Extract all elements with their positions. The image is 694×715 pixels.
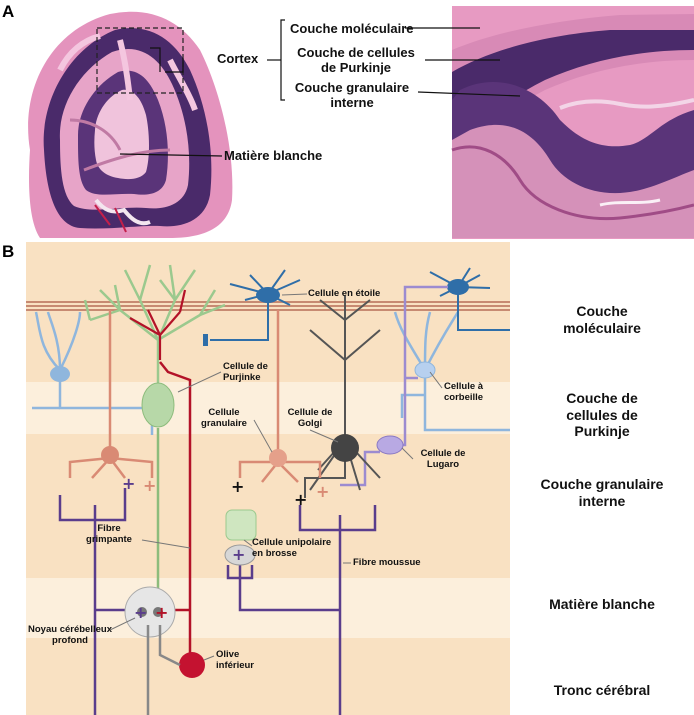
cell-label-noyau: Noyau cérébelleux profond (28, 624, 112, 646)
layer-label-moleculaire: Couche moléculaire (563, 303, 641, 336)
svg-text:+: + (134, 603, 147, 622)
granule-cell-middle-body (269, 449, 287, 467)
granule-cell-left-body (101, 446, 119, 464)
lugaro-cell-body (376, 435, 404, 455)
label-matiere-blanche-a: Matière blanche (224, 148, 323, 163)
svg-text:+: + (231, 477, 244, 496)
basket-cell-left-body (50, 366, 70, 382)
panel-a-letter: A (2, 2, 15, 21)
svg-text:+: + (232, 545, 245, 564)
unipolar-brush-glomerulus (224, 544, 256, 566)
purkinje-dendrites (83, 264, 226, 390)
panel-a-leader-lines (119, 19, 521, 157)
svg-text:+: + (155, 603, 168, 622)
stellate-cell-center-body (256, 287, 280, 303)
purkinje-cell-body (141, 382, 175, 428)
deep-cerebellar-nucleus (124, 586, 176, 638)
climbing-fiber-tree (129, 289, 187, 360)
basket-cell-right-body (414, 361, 436, 379)
cell-label-golgi: Cellule de Golgi (287, 407, 333, 429)
granule-cell-middle (238, 310, 322, 483)
svg-text:+: + (294, 490, 307, 509)
cell-label-etoile: Cellule en étoile (308, 288, 381, 299)
layer-label-matiere-blanche: Matière blanche (549, 596, 655, 612)
cell-label-fibre-grimpante: Fibre grimpante (86, 523, 132, 545)
granule-cell-left (68, 310, 154, 479)
cell-label-purkinje: Cellule de Purjinke (223, 361, 268, 383)
label-couche-purkinje-a: Couche de cellules de Purkinje (297, 45, 415, 76)
zoom-box (96, 27, 184, 94)
cell-label-granulaire: Cellule granulaire (201, 407, 247, 429)
inferior-olive-body (179, 652, 205, 678)
layer-label-tronc: Tronc cérébral (553, 682, 651, 698)
svg-text:+: + (316, 482, 329, 501)
layer-label-granulaire: Couche granulaire interne (540, 476, 664, 509)
label-couche-moleculaire-a: Couche moléculaire (290, 21, 414, 36)
label-cortex: Cortex (217, 51, 259, 66)
unipolar-brush-cell-body (225, 509, 257, 541)
cell-label-unipolaire: Cellule unipolaire en brosse (252, 537, 332, 559)
synapse-signs: + + + + + + + + (122, 474, 329, 622)
panel-b-letter: B (2, 242, 15, 261)
cell-label-lugaro: Cellule de Lugaro (420, 448, 466, 470)
cell-label-olive: Olive inférieur (216, 649, 255, 671)
label-couche-granulaire-a: Couche granulaire interne (294, 80, 410, 111)
golgi-cell-body (331, 434, 359, 462)
cerebellum-micrograph-low-magnification (14, 6, 242, 239)
golgi-dendrites (304, 296, 381, 498)
stellate-synapse (203, 334, 208, 346)
stellate-cell-right-body (447, 279, 469, 295)
mossy-fiber-right (226, 505, 377, 715)
svg-text:+: + (143, 476, 156, 495)
svg-text:+: + (122, 474, 135, 493)
cell-label-corbeille: Cellule à corbeille (444, 381, 484, 403)
deep-nucleus-output (146, 625, 181, 715)
cell-label-fibre-moussue: Fibre moussue (353, 557, 421, 568)
cerebellum-micrograph-high-magnification (451, 6, 694, 239)
layer-label-purkinje: Couche de cellules de Purkinje (566, 390, 638, 440)
